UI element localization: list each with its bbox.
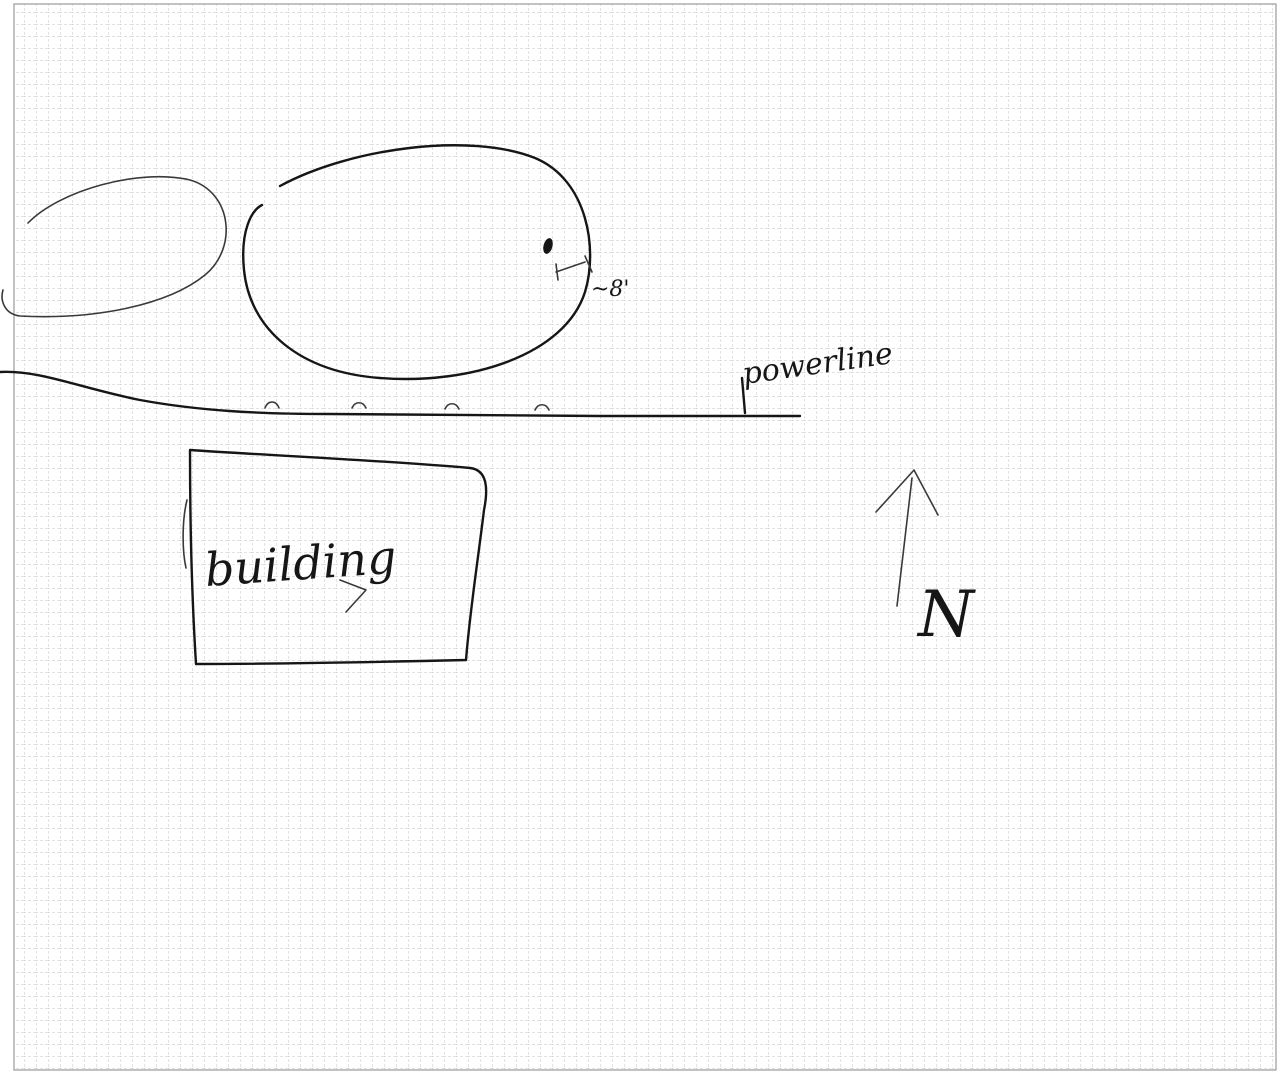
power-line-bump-3 [444,402,460,410]
distance-label: ~8' [591,277,629,302]
large-oval-outline [242,144,592,381]
building-left-mark [182,499,188,569]
point-marker-dot [543,238,553,254]
building-outline [188,448,488,666]
power-line [0,370,802,418]
north-label: N [916,578,976,652]
north-arrow-head [875,469,939,516]
left-oval-outline [1,175,227,318]
power-line-bump-4 [534,403,550,411]
power-line-pointer [740,376,747,415]
graph-paper-grid [14,4,1276,1070]
north-arrow-shaft [896,477,913,607]
graph-paper-border [13,3,1277,1071]
power-line-bump-2 [351,401,367,409]
distance-dimension-line [555,255,593,281]
building-label: building [203,530,398,597]
power-line-bump-1 [264,401,280,409]
building-label-tail [339,579,367,613]
